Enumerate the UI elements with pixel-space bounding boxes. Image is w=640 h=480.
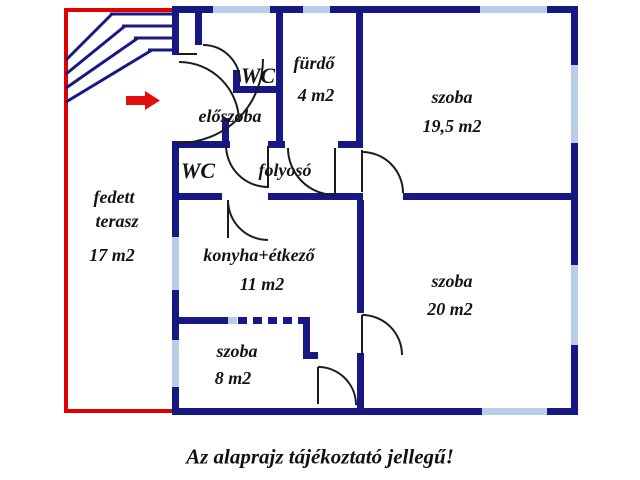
door-arc-szoba-8 <box>317 366 357 406</box>
door-arc-entrance-2 <box>178 61 240 123</box>
door-arc-eloszoba-folyoso <box>225 144 269 188</box>
room-area-szoba-19: 19,5 m2 <box>422 116 482 136</box>
wall-left-upper <box>172 6 179 55</box>
door-arc-wc-top <box>202 44 241 83</box>
door-arc-szoba-20 <box>361 314 403 356</box>
window <box>571 65 578 143</box>
window <box>482 408 547 415</box>
room-label-szoba-20: szoba <box>431 271 473 291</box>
wall-corridor-top-b <box>268 141 285 148</box>
wall-corridor-bottom-b <box>268 193 363 200</box>
entrance-arrow-icon <box>126 91 160 110</box>
stairs-icon <box>64 12 172 104</box>
wall-szoba8-top <box>172 317 228 324</box>
wall-wc-corner-v <box>233 70 240 93</box>
room-area-szoba-20: 20 m2 <box>427 299 473 319</box>
wall-top <box>172 6 578 13</box>
window <box>172 237 179 290</box>
room-label-furdo: fürdő <box>293 53 335 73</box>
window <box>571 265 578 345</box>
room-label-terasz-2: terasz <box>95 211 139 231</box>
room-area-konyha: 11 m2 <box>239 274 285 294</box>
door-arc-konyha <box>227 199 269 241</box>
wall-szoba8-top-glass <box>228 317 237 324</box>
room-area-furdo: 4 m2 <box>297 85 335 105</box>
wall-corridor-top-a <box>172 141 230 148</box>
room-label-wc-lower: WC <box>180 158 216 183</box>
plan-caption: Az alaprajz tájékoztató jellegű! <box>186 444 454 469</box>
wall-konyha-szoba20-lower <box>357 353 364 408</box>
room-area-terasz: 17 m2 <box>89 245 135 265</box>
wall-szoba8-right <box>303 317 310 355</box>
wall-corridor-bottom-a <box>172 193 222 200</box>
terrace-outline-bottom <box>64 409 176 413</box>
room-label-eloszoba: előszoba <box>198 106 262 126</box>
wall-wc-stub <box>195 13 202 45</box>
window <box>480 6 547 13</box>
wall-szoba8-top-dashed <box>238 317 305 324</box>
wall-corridor-top-c <box>338 141 363 148</box>
wall-szoba8-foot <box>303 352 318 359</box>
wall-furdo-left <box>276 13 283 148</box>
room-label-szoba-19: szoba <box>431 87 473 107</box>
window <box>172 340 179 387</box>
wall-right <box>571 6 578 415</box>
window <box>303 6 330 13</box>
wall-wc-corner-h <box>233 86 276 93</box>
wall-furdo-right <box>356 13 363 148</box>
room-area-szoba-8: 8 m2 <box>214 368 252 388</box>
wall-konyha-szoba20-upper <box>357 200 364 313</box>
room-label-konyha: konyha+étkező <box>203 245 315 265</box>
door-arc-furdo <box>287 147 336 196</box>
door-arc-szoba-19 <box>361 151 404 194</box>
room-label-terasz-1: fedett <box>93 187 135 207</box>
wall-bottom <box>172 408 578 415</box>
room-label-folyoso: folyosó <box>258 160 312 180</box>
door-arcs <box>178 44 404 406</box>
wall-eloszoba-stub <box>222 118 229 148</box>
terrace-outline-left <box>64 8 68 413</box>
wall-rooms-divider-h <box>403 193 578 200</box>
window <box>213 6 270 13</box>
terrace-outline-top <box>64 8 176 12</box>
room-label-szoba-8: szoba <box>216 341 258 361</box>
room-label-wc-top: WC <box>240 63 276 88</box>
